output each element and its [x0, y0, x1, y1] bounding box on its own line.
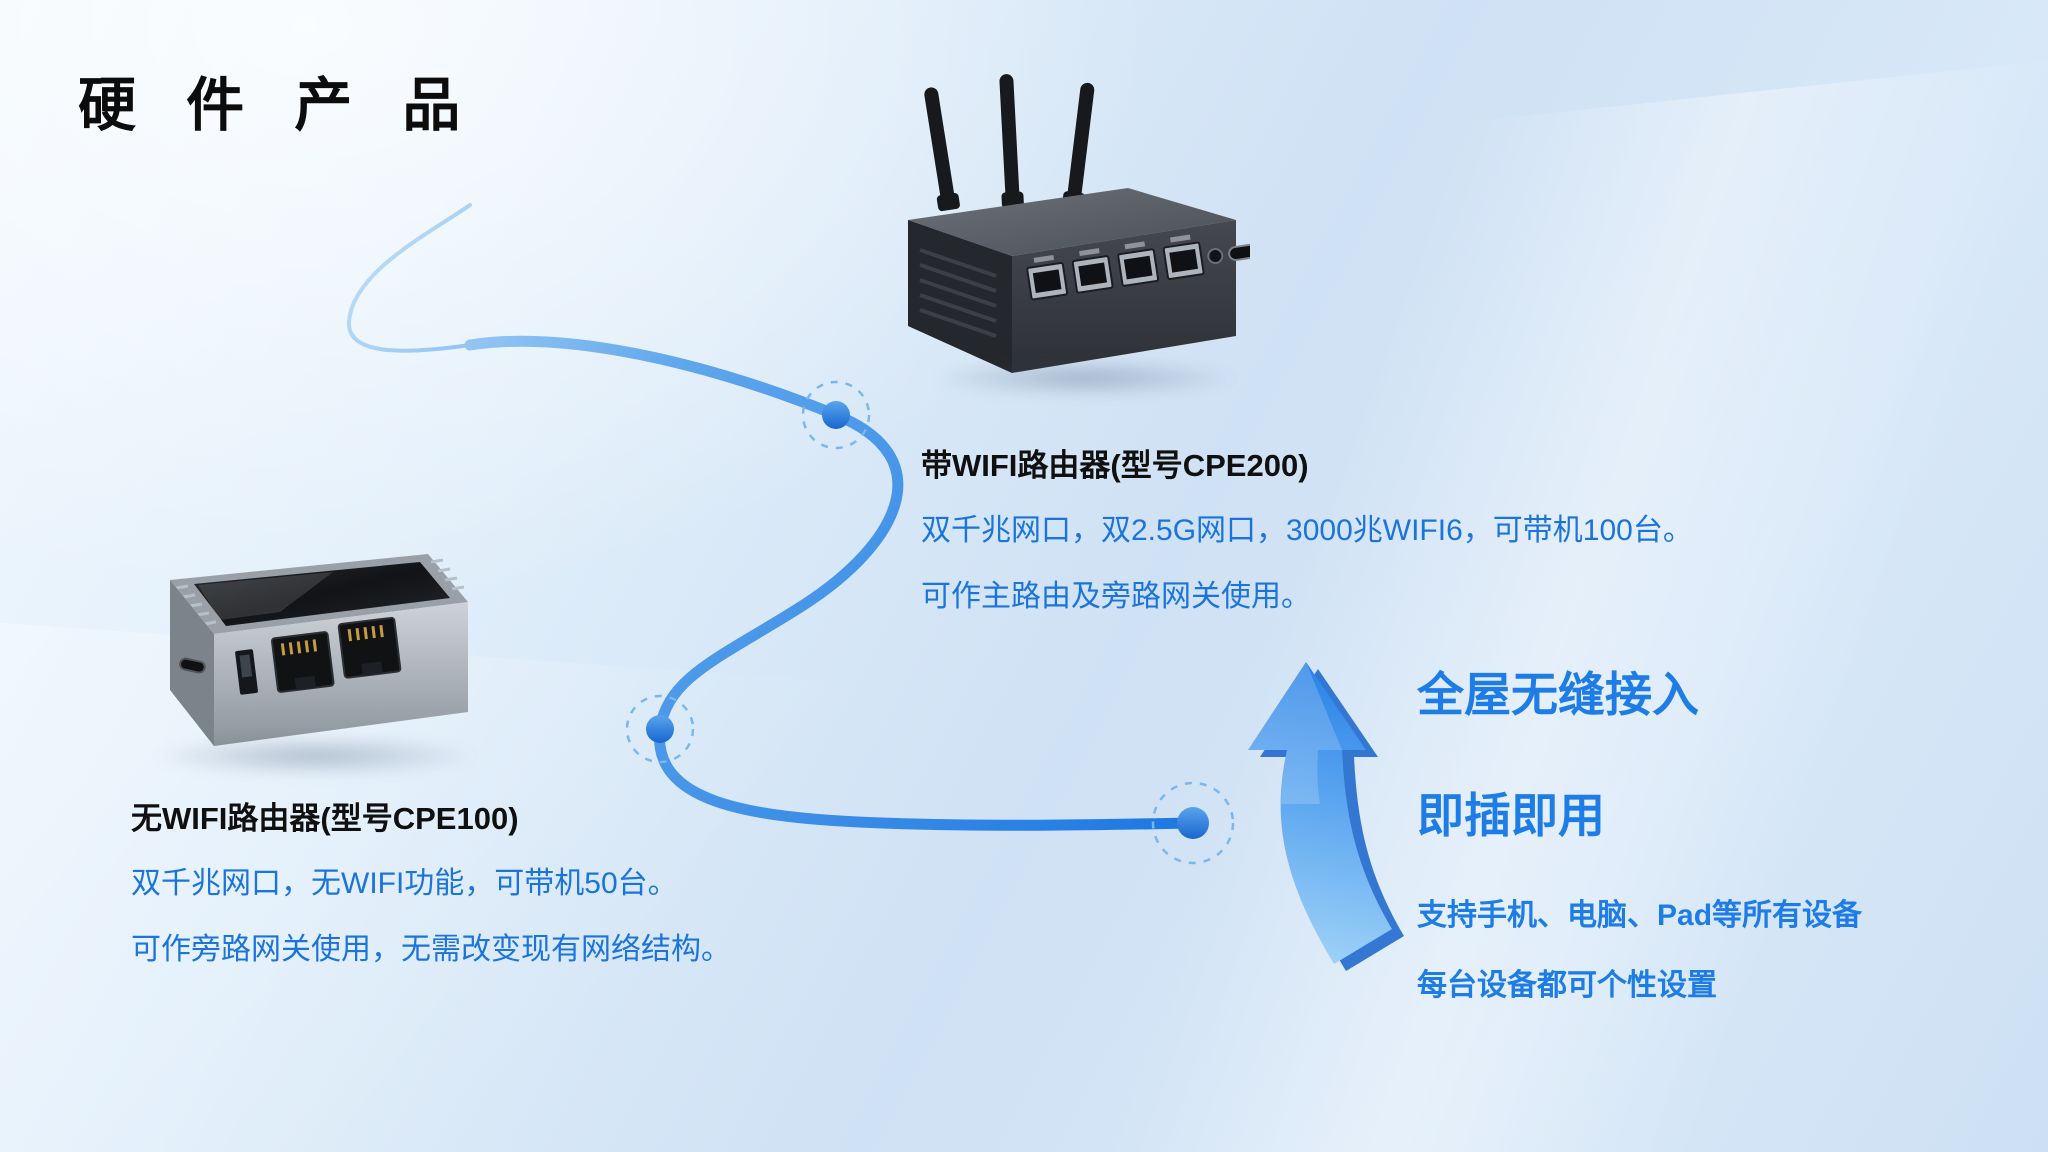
cpe200-spec-line: 双千兆网口，双2.5G网口，3000兆WIFI6，可带机100台。: [921, 514, 1693, 547]
usb-c-port: [179, 657, 206, 674]
cpe100-name: 无WIFI路由器(型号CPE100): [131, 801, 519, 836]
cpe200-side-face: [908, 220, 1012, 373]
cpe200-product-image: [890, 68, 1250, 383]
cpe100-ports: [235, 616, 402, 695]
highlight-subline-2: 每台设备都可个性设置: [1417, 969, 1717, 1002]
ethernet-port: [1162, 234, 1205, 280]
cpe200-spec-line: 可作主路由及旁路网关使用。: [921, 580, 1311, 613]
cpe100-caption: 无WIFI路由器(型号CPE100) 双千兆网口，无WIFI功能，可带机50台。…: [131, 793, 931, 990]
connector-node-1: [801, 380, 871, 450]
cpe100-screen: [194, 562, 450, 626]
usb-a-port: [235, 649, 258, 695]
ethernet-port: [337, 616, 402, 679]
cpe100-spec-line: 双千兆网口，无WIFI功能，可带机50台。: [131, 867, 678, 900]
up-arrow-icon: [1248, 662, 1404, 971]
highlight-headline-2: 即插即用: [1417, 789, 1605, 842]
usb-c-port: [1228, 243, 1250, 262]
connector-curve-intro: [346, 203, 472, 353]
connector-node-2: [625, 694, 695, 764]
page-title: 硬 件 产 品: [78, 73, 478, 138]
cpe200-caption: 带WIFI路由器(型号CPE200) 双千兆网口，双2.5G网口，3000兆WI…: [921, 440, 1901, 637]
cpe200-vents: [919, 248, 997, 338]
cpe100-product-image: [128, 540, 488, 775]
ethernet-port: [1117, 241, 1160, 287]
ethernet-port: [1071, 248, 1114, 294]
ethernet-port: [271, 631, 335, 693]
cpe100-heatsink-fins: [175, 558, 465, 626]
cpe100-drawing: [170, 554, 468, 746]
highlight-subline-1: 支持手机、电脑、Pad等所有设备: [1417, 899, 1863, 932]
cpe200-top-face: [908, 188, 1236, 256]
cpe100-spec-line: 可作旁路网关使用，无需改变现有网络结构。: [131, 933, 731, 966]
reset-button-icon: [1207, 248, 1224, 265]
cpe100-screen-gloss: [198, 572, 333, 620]
cpe200-ports: [1026, 234, 1250, 301]
cpe200-drawing: [908, 74, 1250, 373]
highlights-block: 全屋无缝接入 即插即用 支持手机、电脑、Pad等所有设备 每台设备都可个性设置: [1417, 656, 2017, 1030]
cpe200-name: 带WIFI路由器(型号CPE200): [921, 448, 1309, 483]
antenna-icons: [924, 74, 1095, 212]
ethernet-port: [1026, 254, 1069, 301]
connector-node-3: [1151, 781, 1235, 865]
highlight-headline-1: 全屋无缝接入: [1417, 668, 1699, 721]
